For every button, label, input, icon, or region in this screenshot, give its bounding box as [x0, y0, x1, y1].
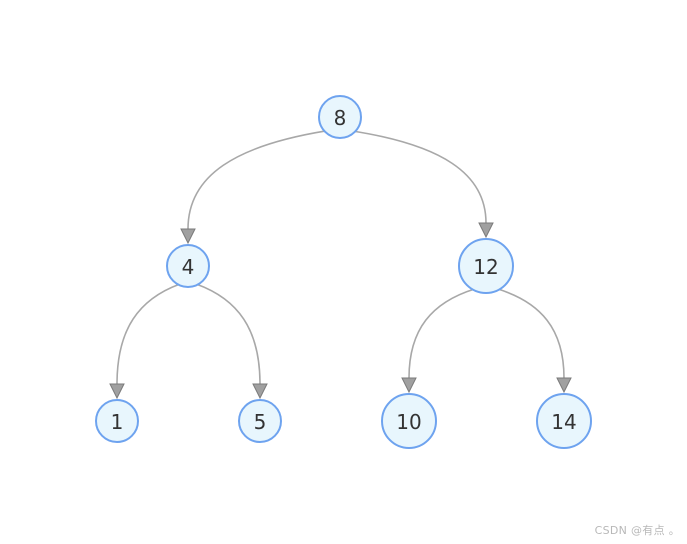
node-circle — [318, 95, 362, 139]
edge-n4-n1 — [116, 283, 180, 385]
edge-n12-n10 — [408, 288, 475, 379]
watermark: CSDN @有点 。 — [594, 524, 680, 537]
tree-node-1: 1 — [95, 399, 139, 443]
edges-layer — [109, 130, 572, 400]
arrow-head-n4 — [180, 228, 196, 245]
node-label: 14 — [551, 410, 576, 434]
edge-n12-n14 — [497, 288, 565, 379]
arrow-head-n14 — [556, 377, 572, 394]
node-label: 1 — [111, 410, 124, 434]
edge-n4-n5 — [196, 283, 261, 385]
tree-node-8: 8 — [318, 95, 362, 139]
node-label: 8 — [334, 106, 347, 130]
node-circle — [95, 399, 139, 443]
node-label: 5 — [254, 410, 267, 434]
tree-node-5: 5 — [238, 399, 282, 443]
tree-node-12: 12 — [458, 238, 514, 294]
tree-node-10: 10 — [381, 393, 437, 449]
node-circle — [238, 399, 282, 443]
node-label: 12 — [473, 255, 498, 279]
edge-n8-n12 — [353, 130, 487, 224]
node-circle — [536, 393, 592, 449]
node-label: 4 — [182, 255, 195, 279]
arrow-head-n5 — [252, 383, 268, 400]
node-circle — [381, 393, 437, 449]
node-label: 10 — [396, 410, 421, 434]
tree-node-4: 4 — [166, 244, 210, 288]
arrow-head-n10 — [401, 377, 417, 394]
nodes-layer: 8 4 12 1 5 10 14 — [95, 95, 592, 449]
arrow-head-n12 — [478, 222, 494, 239]
edge-n8-n4 — [187, 130, 326, 230]
tree-node-14: 14 — [536, 393, 592, 449]
node-circle — [166, 244, 210, 288]
node-circle — [458, 238, 514, 294]
arrow-head-n1 — [109, 383, 125, 400]
